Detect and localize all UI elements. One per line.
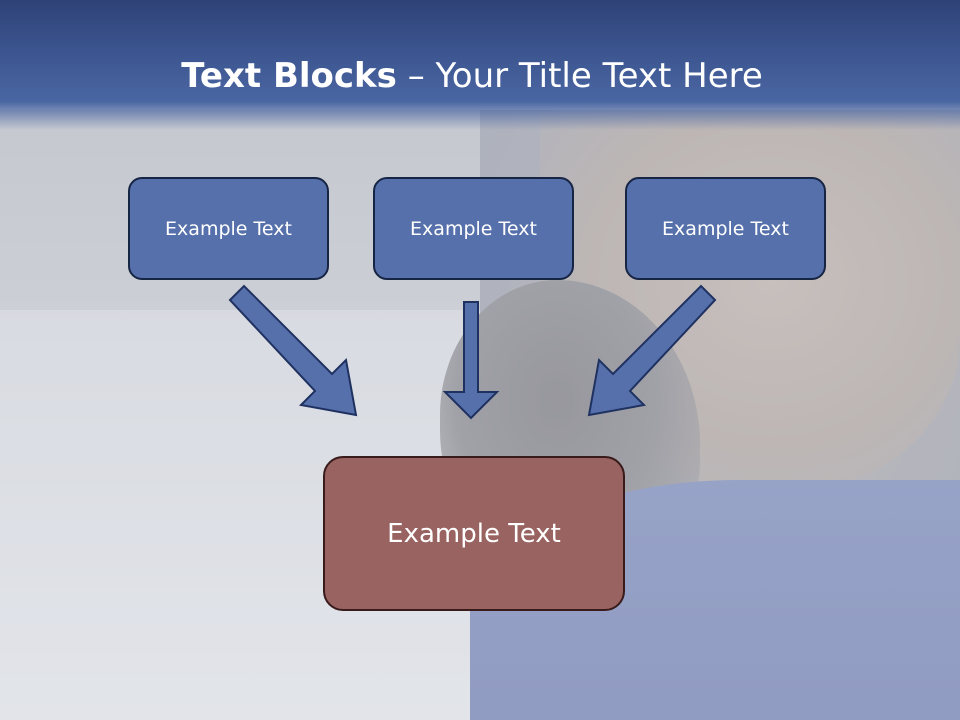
text-block-3[interactable]: Example Text [625, 177, 826, 280]
title-band [0, 0, 960, 130]
title-dash: – [396, 56, 436, 96]
arrow-right [587, 284, 717, 417]
text-block-2[interactable]: Example Text [373, 177, 574, 280]
title-bold-part: Text Blocks [181, 56, 397, 96]
result-block[interactable]: Example Text [323, 456, 625, 611]
arrow-left [228, 284, 358, 417]
slide-title: Text Blocks – Your Title Text Here [0, 54, 944, 98]
text-block-2-label: Example Text [410, 217, 537, 240]
text-block-3-label: Example Text [662, 217, 789, 240]
title-rest: Your Title Text Here [435, 56, 763, 96]
text-block-1[interactable]: Example Text [128, 177, 329, 280]
result-block-label: Example Text [387, 518, 561, 549]
text-block-1-label: Example Text [165, 217, 292, 240]
arrow-center [442, 301, 500, 420]
